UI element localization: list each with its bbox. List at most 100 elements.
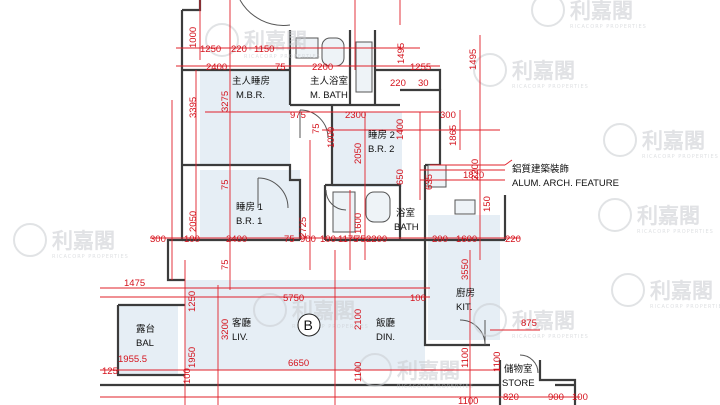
dim-label: 220: [231, 44, 247, 55]
dim-label: 2400: [206, 62, 227, 73]
watermark-logo: 利嘉閣 RICACORP PROPERTIES: [598, 198, 714, 235]
dim-label: 1600: [353, 213, 364, 234]
dim-label: 1175: [338, 234, 358, 245]
svg-text:RICACORP PROPERTIES: RICACORP PROPERTIES: [292, 324, 369, 330]
dim-label: 900: [300, 234, 316, 245]
dim-label: 1600: [456, 234, 477, 245]
dimension-labels: 1250 220 1150 2400 75 2200 220 30 1255 1…: [102, 27, 588, 405]
dim-label: 1955.5: [118, 354, 147, 365]
dim-label: 650: [395, 169, 406, 185]
dim-label: 2725: [298, 217, 309, 238]
dim-label: 1495: [396, 43, 407, 64]
svg-text:利嘉閣: 利嘉閣: [397, 359, 460, 383]
room-label-bedroom2-en: B.R. 2: [368, 144, 394, 155]
room-label-store-en: STORE: [502, 378, 535, 389]
room-label-dining-zh: 飯廳: [376, 317, 396, 329]
dim-label: 100: [320, 234, 336, 245]
dim-label: 30: [418, 78, 429, 89]
room-label-bedroom1-en: B.R. 1: [236, 216, 262, 227]
svg-text:RICACORP PROPERTIES: RICACORP PROPERTIES: [642, 154, 719, 160]
svg-text:RICACORP PROPERTIES: RICACORP PROPERTIES: [52, 254, 129, 260]
dim-label: 2300: [345, 110, 366, 121]
svg-text:利嘉閣: 利嘉閣: [244, 29, 307, 53]
dim-label: 100: [572, 392, 588, 403]
watermarks: 利嘉閣 RICACORP PROPERTIES 利嘉閣 RICACORP PRO…: [13, 0, 720, 390]
dim-label: 220: [390, 78, 406, 89]
room-label-balcony-zh: 露台: [136, 323, 155, 335]
dim-label: 300: [440, 110, 456, 121]
dim-label: 1820: [463, 170, 484, 181]
dim-label: 100: [182, 368, 193, 384]
dim-label: 1950: [187, 347, 198, 368]
svg-text:RICACORP PROPERTIES: RICACORP PROPERTIES: [512, 84, 589, 90]
dim-label: 1400: [395, 119, 406, 140]
room-fills: [118, 70, 500, 375]
dim-label: 75: [220, 179, 231, 190]
dim-label: 200: [432, 234, 448, 245]
dim-label: 2050: [188, 211, 199, 232]
dim-label: 1000: [188, 27, 199, 48]
dim-label: 2400: [226, 234, 247, 245]
dim-label: 1100: [460, 348, 471, 368]
watermark-logo: 利嘉閣 RICACORP PROPERTIES: [13, 223, 129, 260]
room-label-master-bath-en: M. BATH: [310, 90, 348, 101]
watermark-logo: 利嘉閣 RICACORP PROPERTIES: [473, 303, 589, 340]
dim-label: 100: [410, 293, 426, 304]
room-label-living-en: LIV.: [232, 332, 248, 343]
room-label-master-bath-zh: 主人浴室: [310, 75, 348, 87]
dim-label: 6650: [288, 358, 309, 369]
dim-label: 3200: [220, 319, 231, 340]
dimension-lines: [100, 0, 580, 405]
room-label-living-zh: 客廳: [232, 317, 252, 329]
room-label-store-zh: 儲物室: [504, 363, 533, 375]
watermark-logo: 利嘉閣 RICACORP PROPERTIES: [205, 23, 321, 60]
room-label-kitchen-zh: 廚房: [456, 287, 475, 299]
dim-label: 1100: [353, 362, 364, 382]
svg-text:RICACORP PROPERTIES: RICACORP PROPERTIES: [512, 334, 589, 340]
flat-label-text: B: [304, 317, 313, 333]
room-label-kitchen-en: KIT.: [456, 302, 472, 313]
dim-label: 1150: [254, 44, 274, 55]
dim-label: 1475: [124, 278, 145, 289]
room-label-balcony-en: BAL: [136, 338, 154, 349]
room-label-bath-zh: 浴室: [396, 207, 415, 219]
svg-text:RICACORP PROPERTIES: RICACORP PROPERTIES: [244, 54, 321, 60]
dim-label: 635: [424, 174, 435, 190]
svg-text:RICACORP PROPERTIES: RICACORP PROPERTIES: [650, 304, 720, 310]
flat-label: B: [297, 313, 321, 337]
dim-label: 3395: [188, 97, 199, 118]
dim-label: 875: [521, 318, 537, 329]
dim-label: 2200: [312, 62, 333, 73]
dim-label: 1250: [200, 44, 221, 55]
dim-label: 220: [505, 234, 521, 245]
svg-text:RICACORP PROPERTIES: RICACORP PROPERTIES: [637, 229, 714, 235]
dim-label: 1100: [492, 352, 503, 372]
walls: [100, 0, 577, 405]
room-labels: 主人睡房 M.B.R. 主人浴室 M. BATH 睡房 2 B.R. 2 睡房 …: [136, 75, 619, 389]
svg-text:RICACORP PROPERTIES: RICACORP PROPERTIES: [397, 384, 474, 390]
dim-label: 1000: [326, 127, 337, 148]
dim-label: 150: [482, 196, 493, 212]
dim-label: 75: [355, 234, 366, 245]
dim-label: 5750: [283, 293, 304, 304]
room-label-master-bedroom-zh: 主人睡房: [232, 75, 270, 87]
watermark-logo: 利嘉閣 RICACORP PROPERTIES: [473, 53, 589, 90]
watermark-logo: 利嘉閣 RICACORP PROPERTIES: [611, 273, 720, 310]
room-label-dining-en: DIN.: [376, 332, 395, 343]
watermark-logo: 利嘉閣 RICACORP PROPERTIES: [531, 0, 646, 30]
svg-text:利嘉閣: 利嘉閣: [650, 279, 713, 303]
dim-label: 1255: [410, 62, 431, 73]
feature-note-zh: 鋁質建築裝飾: [512, 163, 569, 175]
dim-label: 2050: [353, 143, 364, 164]
dim-label: 300: [150, 234, 166, 245]
dim-label: 1865: [448, 125, 459, 146]
dim-label: 2200: [470, 159, 481, 180]
dim-label: 820: [503, 392, 519, 403]
dim-label: 125: [102, 366, 118, 377]
svg-text:利嘉閣: 利嘉閣: [637, 204, 700, 228]
room-label-master-bedroom-en: M.B.R.: [236, 90, 265, 101]
dim-label: 975: [290, 110, 306, 121]
dim-label: 3275: [220, 91, 231, 112]
dim-label: 2100: [353, 309, 364, 330]
